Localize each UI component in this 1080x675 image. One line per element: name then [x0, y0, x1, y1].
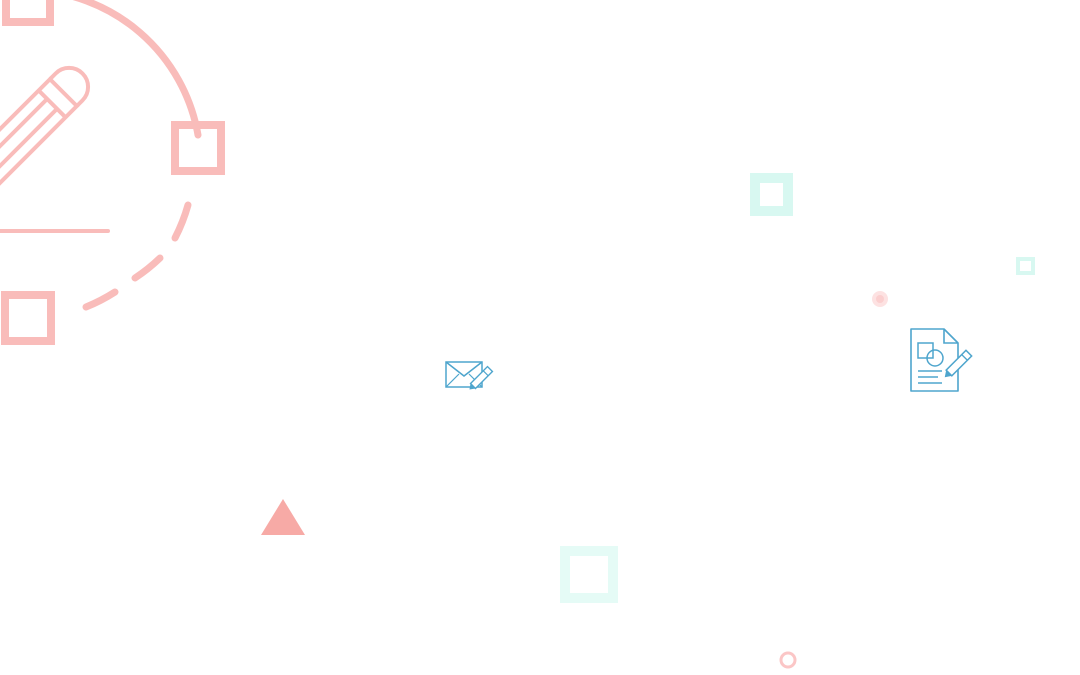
dashed-arc-segment-1 [171, 201, 192, 242]
envelope-pencil-icon [445, 361, 494, 390]
mint-square-bottom [560, 546, 618, 603]
coral-ring [779, 651, 797, 669]
square-bottom-left [1, 291, 55, 345]
square-top-left [2, 0, 54, 26]
document-edit-icon [910, 328, 973, 392]
dashed-arc-segment-2 [131, 254, 164, 282]
mint-square-large [750, 173, 793, 216]
mint-square-small [1016, 257, 1035, 275]
square-circle-right [171, 121, 225, 175]
dashed-arc-segment-3 [82, 288, 119, 311]
coral-triangle [261, 499, 305, 535]
pencil-icon [0, 65, 91, 222]
large-circle-arc [72, 0, 202, 139]
